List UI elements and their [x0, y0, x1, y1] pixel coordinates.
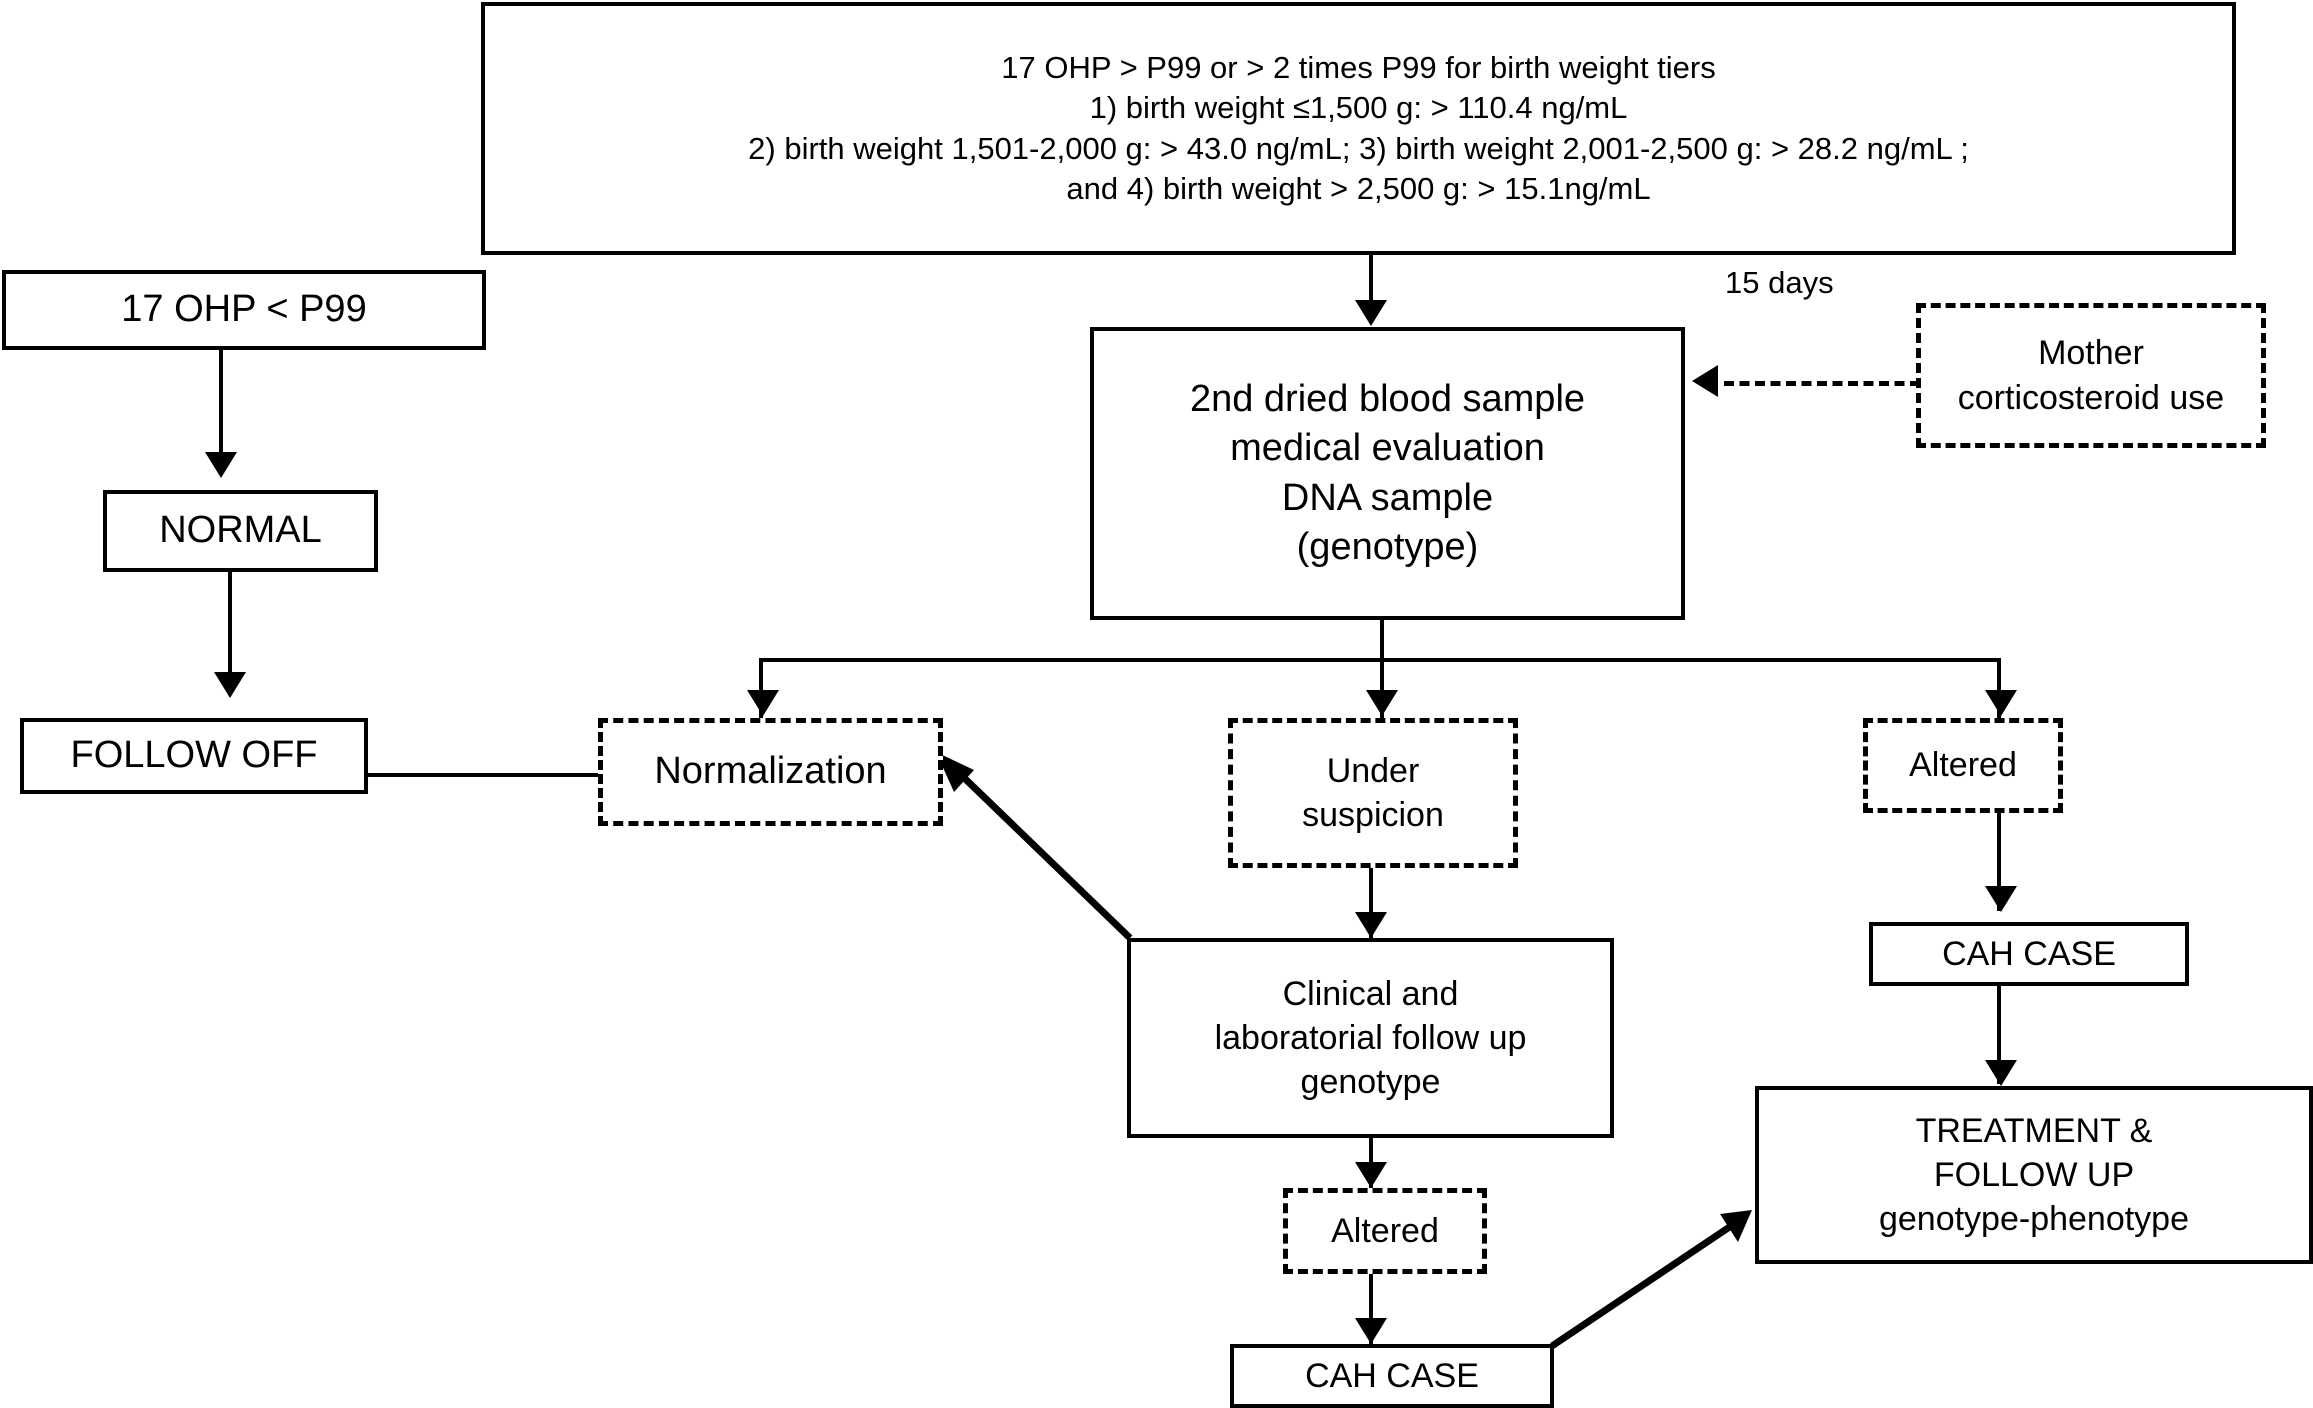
under-suspicion-box: Under suspicion [1228, 718, 1518, 868]
edge-second-sample-trunk [1380, 620, 1384, 720]
treatment-line-1: TREATMENT & [1915, 1111, 2153, 1150]
treatment-line-3: genotype-phenotype [1878, 1200, 2190, 1239]
clinical-laboratorial-follow-up-box: Clinical and laboratorial follow up geno… [1127, 938, 1614, 1138]
edge-cah-right-to-treatment [1997, 986, 2001, 1084]
criteria-line-1: 17 OHP > P99 or > 2 times P99 for birth … [1001, 49, 1716, 85]
clinical-line-1: Clinical and [1282, 974, 1459, 1013]
normal-label: NORMAL [159, 509, 322, 552]
edge-mother-to-second-sample [1724, 381, 1920, 386]
edge-label-15-days: 15 days [1725, 265, 1834, 301]
mother-line-1: Mother [2038, 334, 2144, 373]
mother-line-2: corticosteroid use [1957, 378, 2225, 417]
edge-under-suspicion-to-clinical [1369, 868, 1373, 945]
treatment-line-2: FOLLOW UP [1933, 1155, 2135, 1194]
clinical-line-2: laboratorial follow up [1214, 1018, 1527, 1057]
edge-clinical-to-normalization [930, 748, 1140, 944]
follow-off-label: FOLLOW OFF [70, 734, 318, 777]
criteria-line-4: and 4) birth weight > 2,500 g: > 15.1ng/… [1066, 170, 1651, 206]
arrowhead-branch-right [1985, 690, 2017, 716]
under-suspicion-line-2: suspicion [1302, 796, 1444, 834]
second-sample-line-2: medical evaluation [1230, 427, 1545, 470]
criteria-box: 17 OHP > P99 or > 2 times P99 for birth … [481, 2, 2236, 255]
second-sample-line-4: (genotype) [1296, 525, 1479, 568]
cah-case-bottom-label: CAH CASE [1305, 1356, 1479, 1395]
edge-branch-bus [759, 658, 2001, 662]
edge-altered-right-to-cah [1997, 813, 2001, 911]
normalization-label: Normalization [654, 750, 887, 793]
edge-altered-bottom-to-cah [1369, 1274, 1373, 1346]
arrowhead-mother-to-second-sample [1692, 365, 1718, 397]
cah-case-right-box: CAH CASE [1869, 922, 2189, 986]
criteria-line-2: 1) birth weight ≤1,500 g: > 110.4 ng/mL [1089, 90, 1628, 126]
edge-criteria-to-second-sample [1369, 255, 1373, 307]
second-sample-line-3: DNA sample [1281, 476, 1494, 519]
edge-cah-bottom-to-treatment [1548, 1208, 1758, 1350]
under-suspicion-line-1: Under [1326, 751, 1420, 790]
normal-box: NORMAL [103, 490, 378, 572]
altered-right-label: Altered [1909, 746, 2017, 785]
clinical-line-3: genotype [1300, 1063, 1441, 1102]
edge-branch-left [759, 658, 763, 720]
ohp-less-p99-box: 17 OHP < P99 [2, 270, 486, 350]
edge-follow-off-to-normalization [368, 773, 601, 777]
second-dried-blood-sample-box: 2nd dried blood sample medical evaluatio… [1090, 327, 1685, 620]
cah-case-right-label: CAH CASE [1942, 934, 2116, 973]
ohp-less-p99-label: 17 OHP < P99 [121, 288, 367, 331]
mother-corticosteroid-use-box: Mother corticosteroid use [1916, 303, 2266, 448]
altered-bottom-label: Altered [1331, 1211, 1439, 1250]
arrowhead-under-suspicion-to-clinical [1355, 912, 1387, 938]
edge-normal-to-follow-off [228, 572, 232, 694]
second-sample-line-1: 2nd dried blood sample [1189, 377, 1586, 420]
edge-ohp-to-normal [219, 350, 223, 472]
edge-branch-right [1997, 658, 2001, 720]
arrowhead-cah-right-to-treatment [1985, 1060, 2017, 1086]
arrowhead-altered-right-to-cah [1985, 886, 2017, 912]
cah-case-bottom-box: CAH CASE [1230, 1344, 1554, 1408]
arrowhead-altered-bottom-to-cah [1355, 1318, 1387, 1344]
arrowhead-criteria-to-second-sample [1355, 300, 1387, 326]
altered-right-box: Altered [1863, 718, 2063, 813]
normalization-box: Normalization [598, 718, 943, 826]
arrowhead-branch-center [1366, 690, 1398, 716]
arrowhead-clinical-to-altered-bottom [1355, 1162, 1387, 1188]
arrowhead-branch-left [747, 690, 779, 716]
follow-off-box: FOLLOW OFF [20, 718, 368, 794]
arrowhead-ohp-to-normal [205, 452, 237, 478]
altered-bottom-box: Altered [1283, 1188, 1487, 1274]
criteria-line-3: 2) birth weight 1,501-2,000 g: > 43.0 ng… [748, 130, 1969, 166]
treatment-follow-up-box: TREATMENT & FOLLOW UP genotype-phenotype [1755, 1086, 2313, 1264]
arrowhead-normal-to-follow-off [214, 672, 246, 698]
